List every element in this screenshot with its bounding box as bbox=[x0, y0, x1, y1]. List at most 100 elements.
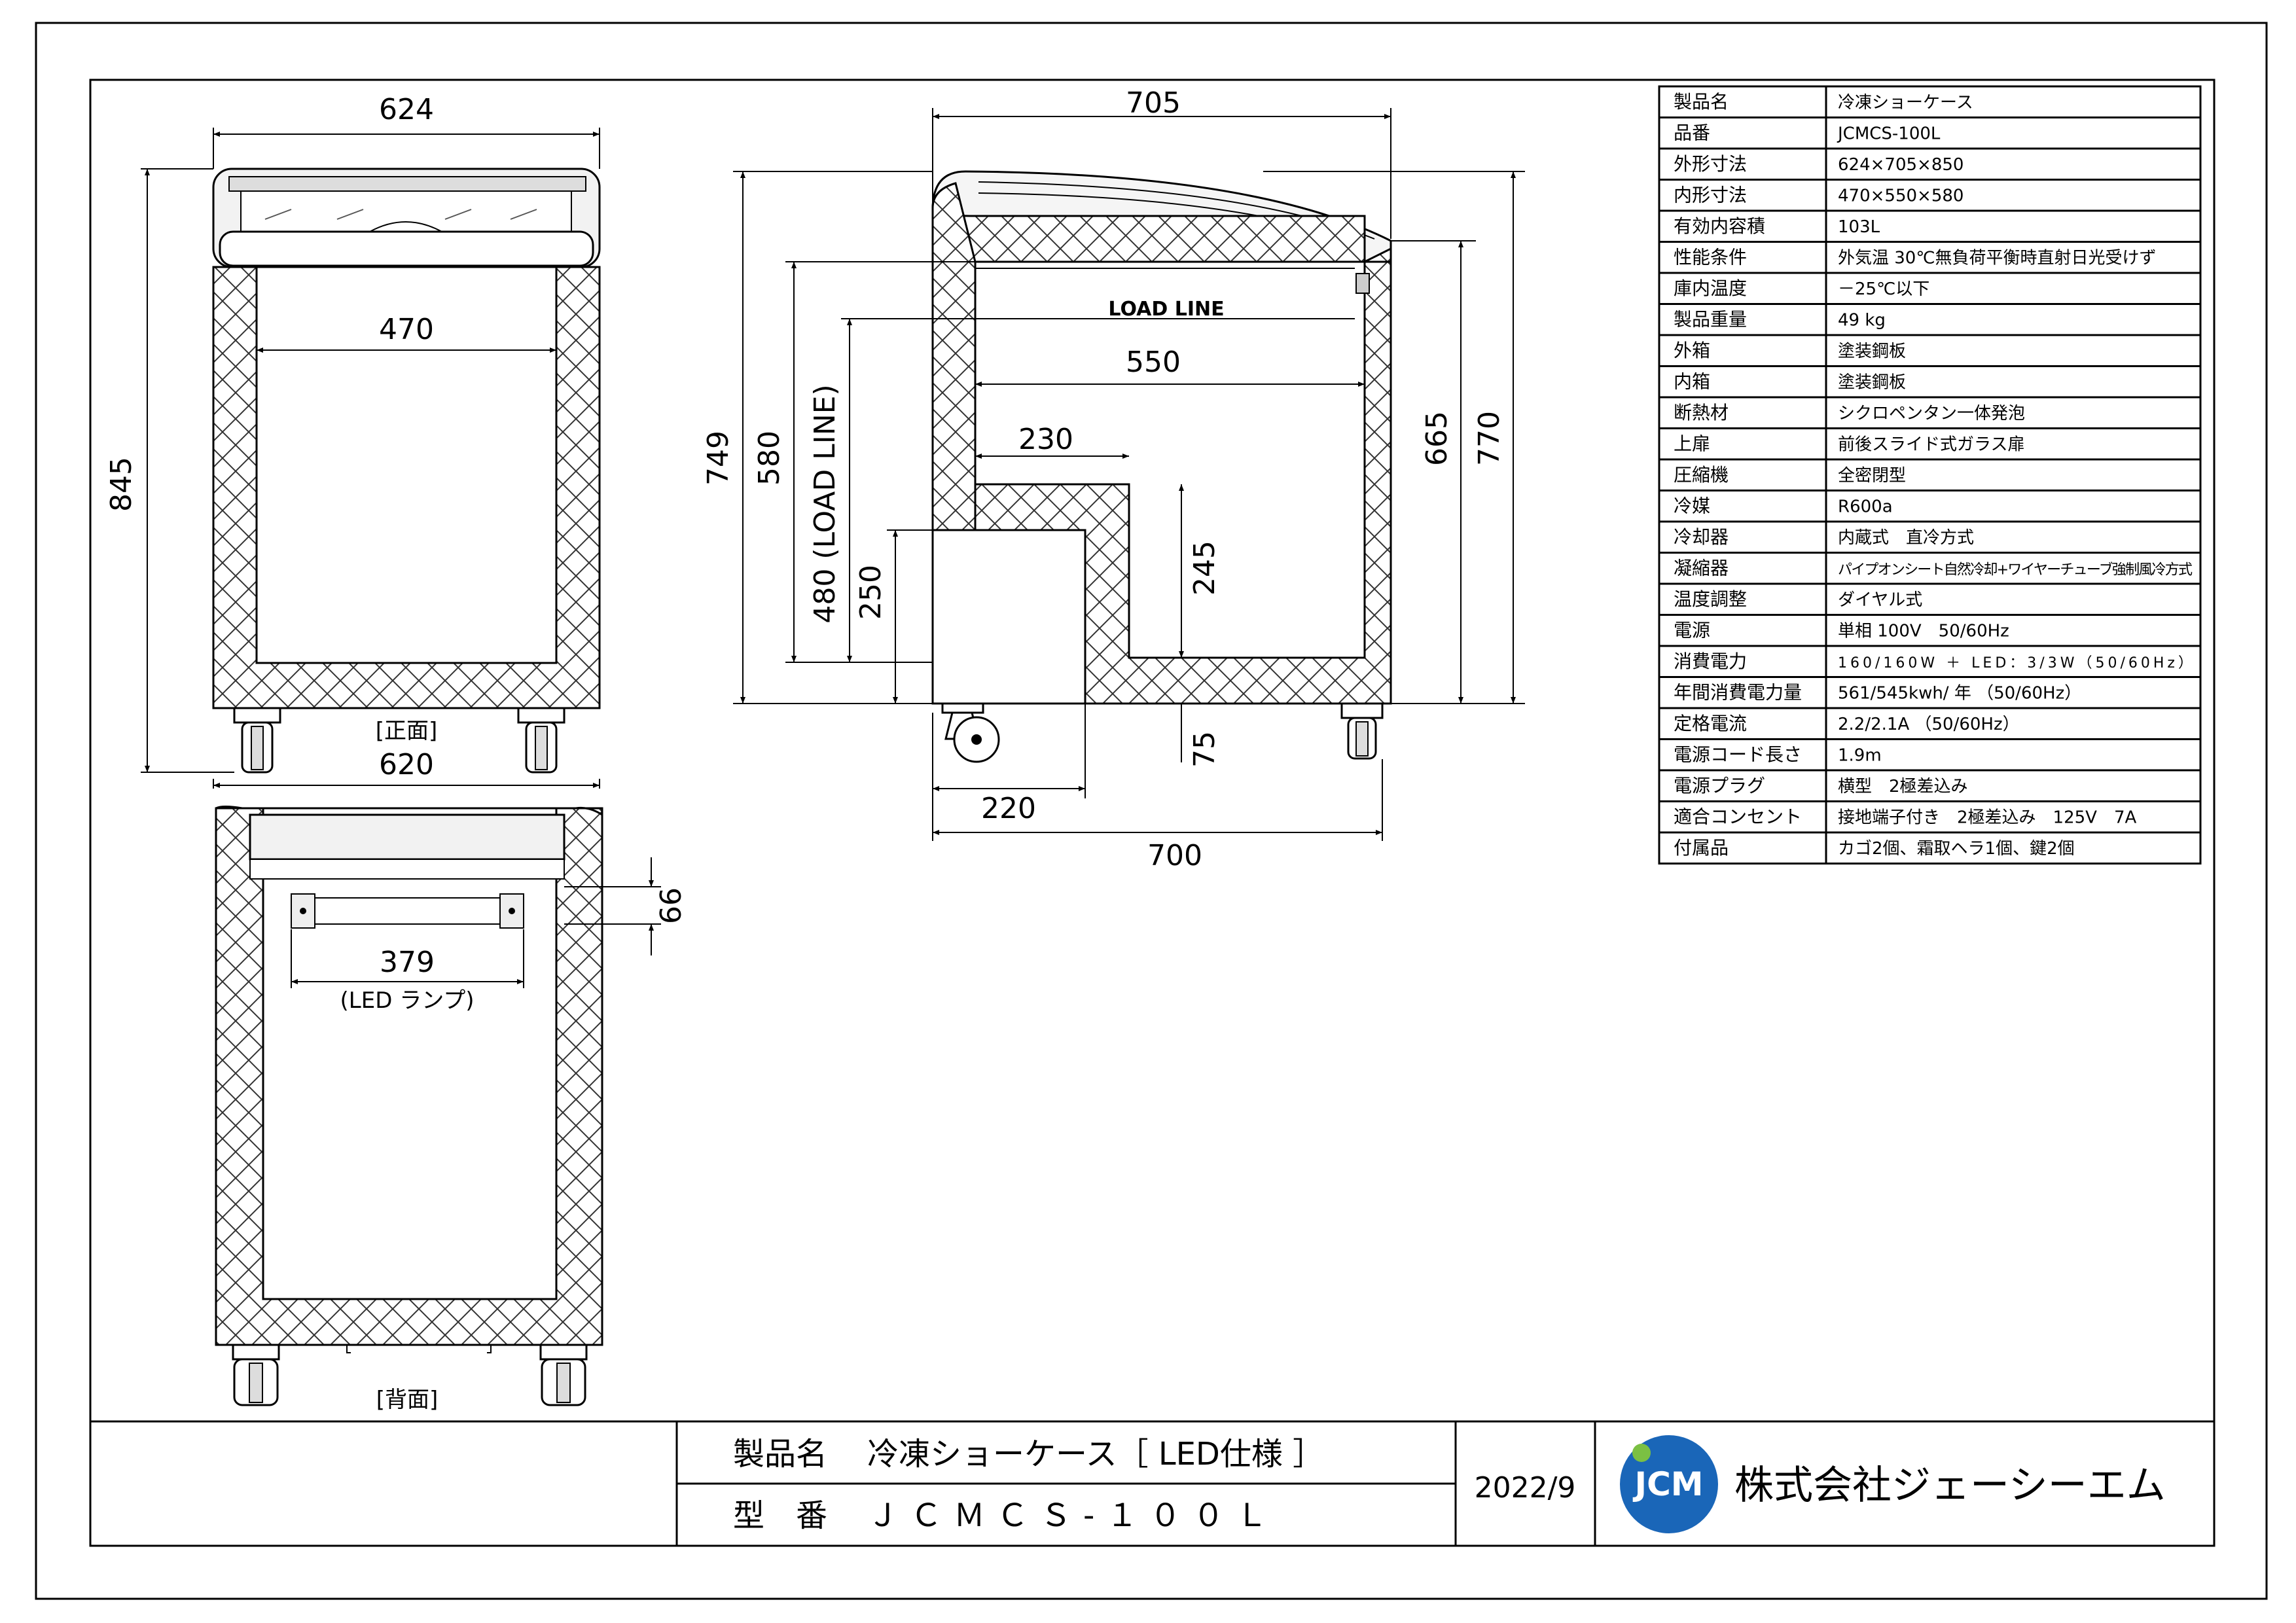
title-name-value: 冷凍ショーケース［ LED仕様 ］ bbox=[867, 1436, 1324, 1472]
spec-value-cell bbox=[1825, 738, 2202, 772]
spec-value: 470×550×580 bbox=[1838, 187, 1964, 206]
spec-value-cell bbox=[1825, 396, 2202, 429]
spec-label: 消費電力 bbox=[1674, 651, 1747, 672]
spec-value-cell bbox=[1825, 614, 2202, 647]
spec-label: 外箱 bbox=[1674, 340, 1710, 361]
spec-label: 製品重量 bbox=[1674, 309, 1747, 330]
spec-label: 内箱 bbox=[1674, 371, 1710, 393]
spec-value-cell bbox=[1825, 458, 2202, 491]
back-lamp-label: (LED ランプ) bbox=[340, 988, 475, 1014]
front-height-dim: 845 bbox=[105, 457, 138, 512]
front-view bbox=[141, 128, 601, 789]
spec-value: 冷凍ショーケース bbox=[1838, 93, 1973, 113]
spec-label: 庫内温度 bbox=[1674, 277, 1747, 299]
side-665-dim: 665 bbox=[1420, 411, 1454, 466]
spec-value: 624×705×850 bbox=[1838, 155, 1964, 175]
side-749-dim: 749 bbox=[702, 431, 735, 486]
spec-value-cell bbox=[1825, 520, 2202, 554]
spec-label-cell bbox=[1658, 85, 1827, 118]
back-caster-left bbox=[232, 1344, 280, 1406]
side-480-dim: 480 (LOAD LINE) bbox=[808, 384, 842, 623]
front-inner-width-dim: 470 bbox=[379, 313, 434, 346]
spec-value-cell bbox=[1825, 831, 2202, 865]
spec-label: 年間消費電力量 bbox=[1674, 682, 1802, 704]
side-580-dim: 580 bbox=[753, 431, 786, 486]
side-base-700-dim: 700 bbox=[1147, 839, 1202, 872]
spec-label: 有効内容積 bbox=[1674, 215, 1765, 237]
side-view bbox=[733, 108, 1525, 841]
spec-value-cell bbox=[1825, 179, 2202, 212]
front-width-top-dim: 624 bbox=[379, 93, 434, 126]
title-date: 2022/9 bbox=[1475, 1471, 1576, 1505]
title-model-value: ＪＣＭＣＳ-１００Ｌ bbox=[867, 1497, 1279, 1534]
company-name: 株式会社ジェーシーエム bbox=[1734, 1463, 2166, 1508]
spec-value-cell bbox=[1825, 209, 2202, 243]
spec-label-cell bbox=[1658, 116, 1827, 150]
front-caster-right bbox=[517, 707, 565, 774]
outer-border bbox=[35, 22, 2268, 1600]
inner-border bbox=[89, 79, 2215, 1547]
side-step-depth-dim: 230 bbox=[1018, 423, 1073, 456]
spec-value-cell bbox=[1825, 272, 2202, 305]
title-model-label: 型 番 bbox=[733, 1497, 827, 1534]
spec-label: 外形寸法 bbox=[1674, 153, 1747, 175]
spec-label: 上扉 bbox=[1674, 433, 1710, 455]
front-base-width-dim: 620 bbox=[379, 748, 434, 781]
side-245-dim: 245 bbox=[1188, 541, 1221, 596]
spec-value: －25℃以下 bbox=[1838, 279, 1929, 299]
spec-label-cell bbox=[1658, 831, 1827, 865]
spec-label: 適合コンセント bbox=[1674, 806, 1802, 828]
spec-label: 付属品 bbox=[1674, 837, 1729, 859]
spec-label: 定格電流 bbox=[1674, 713, 1747, 734]
spec-label: 製品名 bbox=[1674, 91, 1729, 113]
back-view-caption: [背面] bbox=[376, 1387, 439, 1413]
spec-value-cell bbox=[1825, 147, 2202, 181]
spec-value: パイプオンシート自然冷却+ワイヤーチューブ強制風冷方式 bbox=[1838, 562, 2193, 579]
spec-label-cell bbox=[1658, 147, 1827, 181]
spec-label-cell bbox=[1658, 552, 1827, 585]
spec-label: 冷媒 bbox=[1674, 495, 1710, 517]
logo-text: JCM bbox=[1632, 1465, 1703, 1503]
side-inner-depth-dim: 550 bbox=[1126, 346, 1181, 379]
spec-value: 前後スライド式ガラス扉 bbox=[1838, 435, 2024, 455]
spec-label: 温度調整 bbox=[1674, 588, 1747, 610]
spec-label: 電源コード長さ bbox=[1674, 744, 1802, 766]
spec-value: 全密閉型 bbox=[1838, 466, 1906, 486]
spec-value: 49 kg bbox=[1838, 311, 1886, 330]
spec-label: 圧縮機 bbox=[1674, 464, 1729, 486]
spec-label-cell bbox=[1658, 396, 1827, 429]
back-lamp-offset-dim: 66 bbox=[655, 887, 688, 924]
spec-label: 断熱材 bbox=[1674, 402, 1729, 423]
spec-value: 内蔵式 直冷方式 bbox=[1838, 528, 1974, 548]
spec-value: 1.9m bbox=[1838, 746, 1882, 766]
spec-value-cell bbox=[1825, 334, 2202, 367]
side-250-dim: 250 bbox=[854, 565, 888, 620]
side-770-dim: 770 bbox=[1473, 411, 1506, 466]
front-caster-left bbox=[233, 707, 281, 774]
spec-value-cell bbox=[1825, 645, 2202, 678]
spec-value: JCMCS-100L bbox=[1837, 124, 1941, 144]
spec-value-cell bbox=[1825, 241, 2202, 274]
back-caster-right bbox=[539, 1344, 588, 1406]
spec-value-cell bbox=[1825, 769, 2202, 802]
side-base-220-dim: 220 bbox=[981, 792, 1036, 825]
spec-label: 電源プラグ bbox=[1674, 775, 1765, 796]
spec-value: 2.2/2.1A （50/60Hz） bbox=[1838, 715, 2020, 734]
back-view bbox=[215, 806, 661, 1406]
front-view-caption: [正面] bbox=[376, 718, 438, 744]
side-caster-front bbox=[941, 702, 1000, 763]
spec-label-cell bbox=[1658, 490, 1827, 523]
spec-value-cell bbox=[1825, 365, 2202, 399]
spec-value: 塗装鋼板 bbox=[1838, 342, 1906, 361]
spec-label-cell bbox=[1658, 582, 1827, 616]
spec-label: 品番 bbox=[1674, 122, 1710, 144]
spec-value: 103L bbox=[1838, 217, 1880, 237]
side-depth-top-dim: 705 bbox=[1126, 86, 1181, 120]
side-caster-rear bbox=[1340, 702, 1384, 760]
spec-value: R600a bbox=[1838, 497, 1893, 517]
spec-value: カゴ2個、霜取ヘラ1個、鍵2個 bbox=[1838, 839, 2075, 859]
side-75-dim: 75 bbox=[1188, 731, 1221, 768]
spec-label: 電源 bbox=[1674, 620, 1710, 641]
spec-label-cell bbox=[1658, 645, 1827, 678]
